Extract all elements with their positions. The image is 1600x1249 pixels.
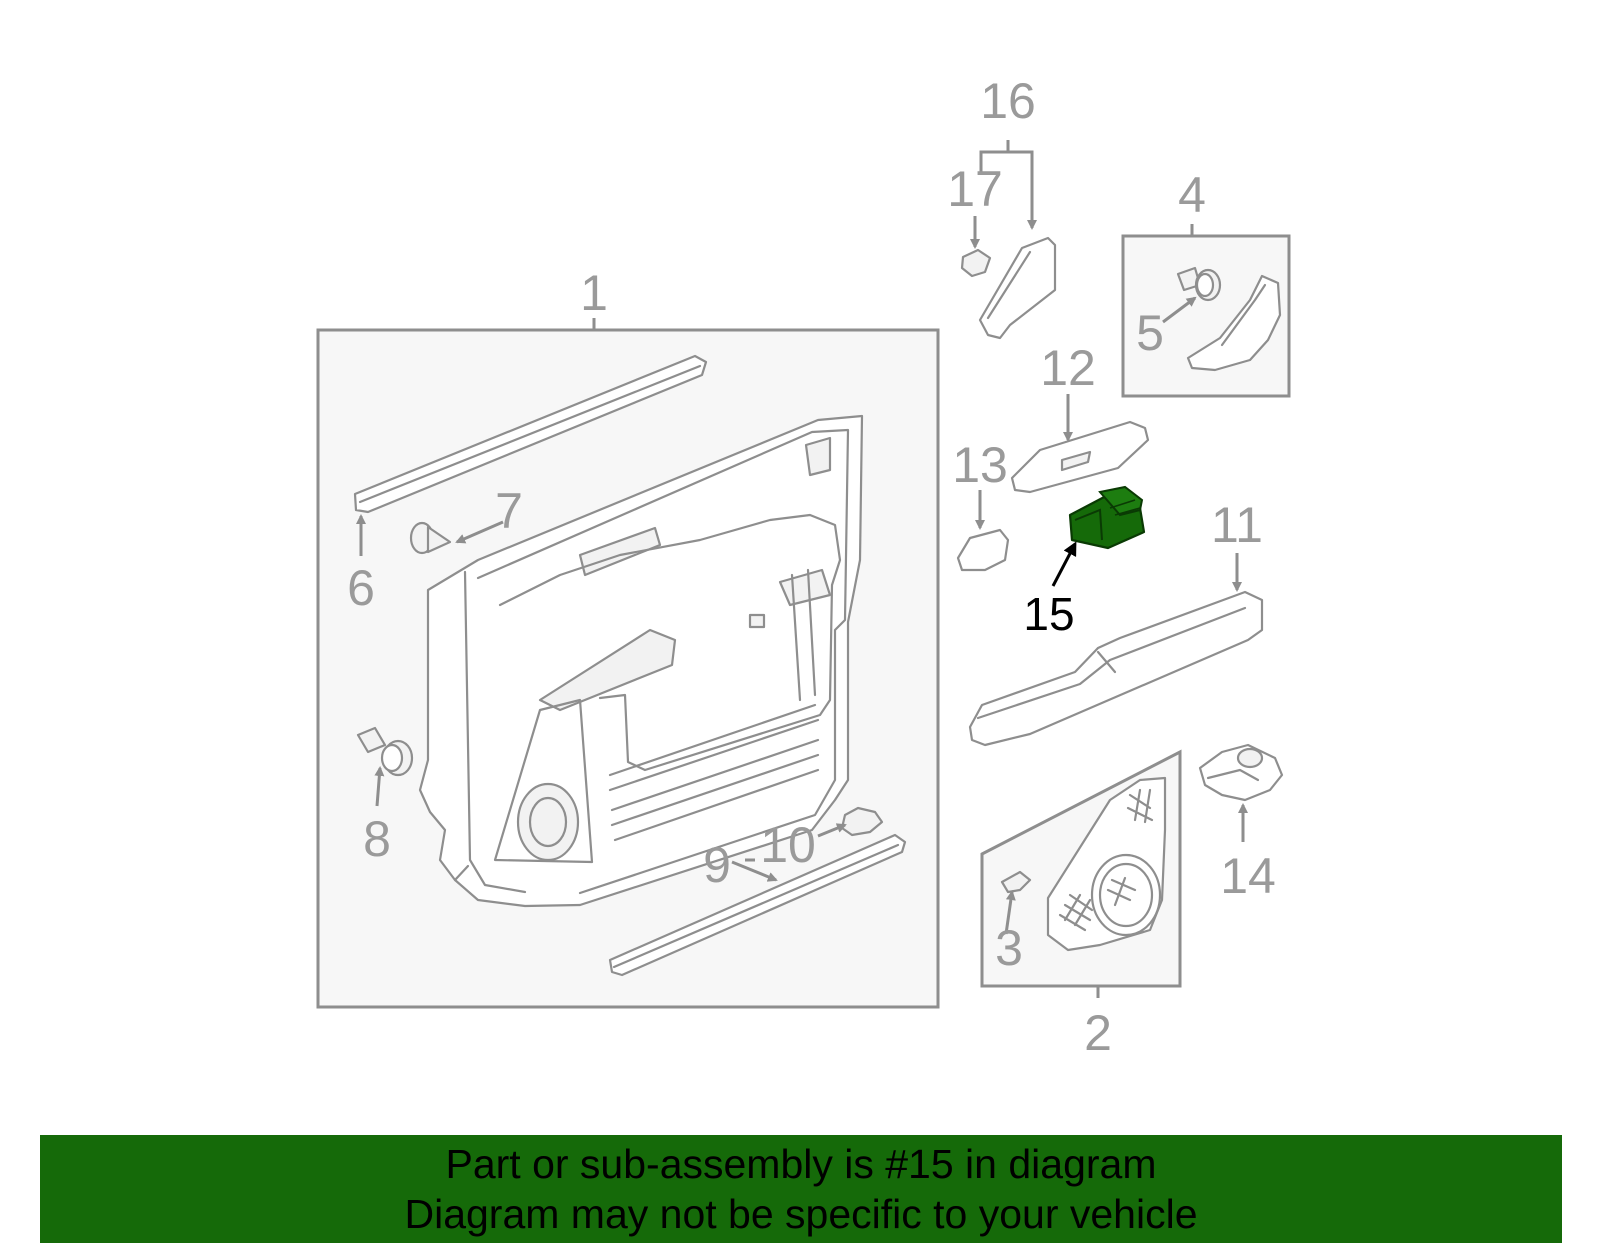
- callout-15: 15: [1023, 588, 1074, 640]
- clip-17-part: [960, 248, 992, 278]
- footer-part-note: Part or sub-assembly is #15 in diagram: [445, 1141, 1157, 1187]
- speaker-grille-part: [1046, 776, 1167, 952]
- door-trim-panel-part: [418, 414, 864, 908]
- callout-6: 6: [347, 560, 375, 616]
- callout-14: 14: [1220, 848, 1276, 904]
- callout-7: 7: [495, 483, 523, 539]
- bracket-14-part: [1198, 743, 1284, 802]
- callout-12: 12: [1040, 340, 1096, 396]
- handle-bezel-part: [1186, 274, 1282, 372]
- mirror-cover-16-part: [978, 140, 1057, 340]
- callout-8: 8: [363, 811, 391, 867]
- footer-banner: Part or sub-assembly is #15 in diagram D…: [40, 1135, 1562, 1243]
- weatherstrip-part: [353, 354, 708, 514]
- callout-4: 4: [1178, 167, 1206, 223]
- callout-17: 17: [947, 161, 1003, 217]
- power-window-switch-15-part: [1068, 485, 1146, 550]
- callout-11: 11: [1211, 497, 1263, 553]
- clip-7-part: [409, 521, 452, 555]
- callout-13: 13: [952, 437, 1008, 493]
- callout-16: 16: [980, 73, 1036, 129]
- screw-5-part: [1176, 266, 1222, 302]
- switch-bezel-12-part: [1010, 420, 1150, 494]
- callout-5: 5: [1136, 305, 1164, 361]
- callout-labels: 1 2 3 4 5 6 7 8 9 10 11 12 13 14 15 16 1…: [347, 73, 1276, 1061]
- footer-disclaimer: Diagram may not be specific to your vehi…: [404, 1191, 1198, 1237]
- callout-2: 2: [1084, 1005, 1112, 1061]
- callout-9: 9: [703, 837, 731, 893]
- molding-9-part: [608, 833, 907, 977]
- parts-diagram: 1 2 3 4 5 6 7 8 9 10 11 12 13 14 15 16 1…: [316, 73, 1291, 1061]
- callout-1: 1: [580, 265, 608, 321]
- callout-3: 3: [995, 920, 1023, 976]
- clip-8-part: [356, 726, 414, 777]
- armrest-11-part: [968, 590, 1264, 747]
- callout-10: 10: [760, 817, 816, 873]
- switch-13-part: [956, 528, 1010, 572]
- leader-lines: [356, 216, 1248, 935]
